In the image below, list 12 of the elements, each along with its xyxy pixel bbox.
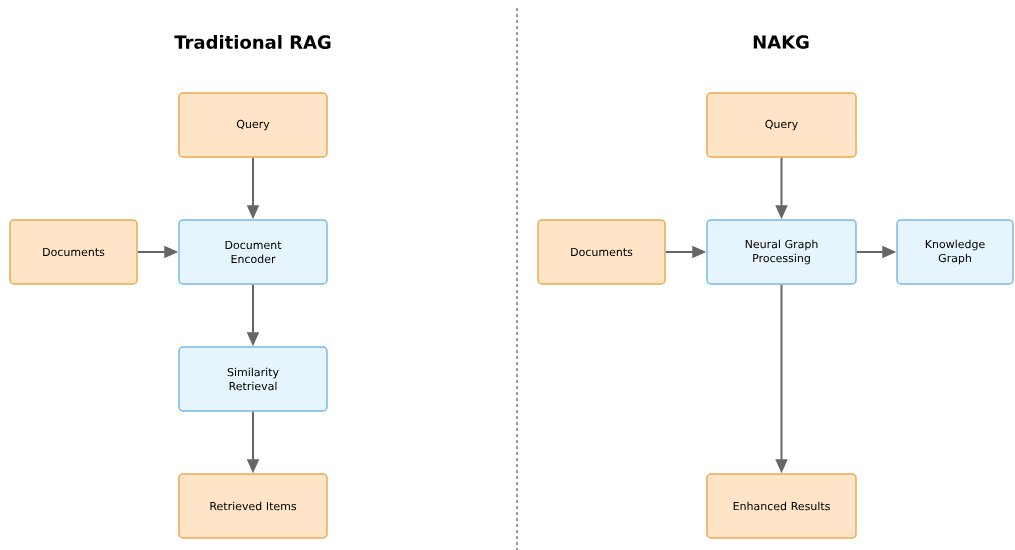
process-box: Document Encoder bbox=[178, 219, 328, 285]
panel-title: Traditional RAG bbox=[174, 35, 331, 49]
process-box: Knowledge Graph bbox=[896, 219, 1014, 285]
process-box: Neural Graph Processing bbox=[706, 219, 857, 285]
panel-title: NAKG bbox=[753, 35, 809, 49]
input-output-box: Documents bbox=[9, 219, 138, 285]
process-box: Similarity Retrieval bbox=[178, 346, 328, 412]
input-output-box: Retrieved Items bbox=[178, 473, 328, 539]
input-output-box: Enhanced Results bbox=[706, 473, 857, 539]
input-output-box: Query bbox=[706, 92, 857, 158]
input-output-box: Query bbox=[178, 92, 328, 158]
input-output-box: Documents bbox=[537, 219, 666, 285]
